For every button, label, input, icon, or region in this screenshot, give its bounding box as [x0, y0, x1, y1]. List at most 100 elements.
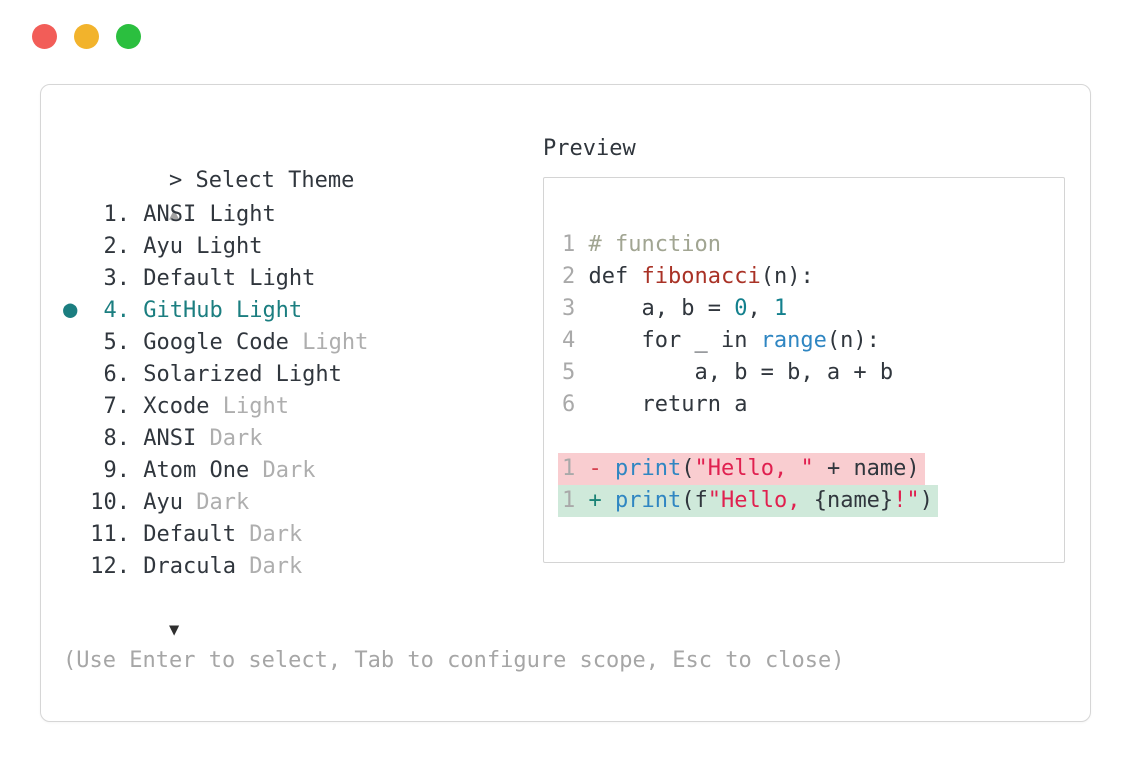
diff-highlight-removed: 1 - print("Hello, " + name) [558, 453, 925, 485]
line-number: 3 [562, 296, 576, 321]
theme-variant: Dark [249, 554, 303, 579]
theme-name: Ayu [143, 490, 197, 515]
code-token-string: !" [893, 488, 920, 513]
code-line: 2 def fibonacci(n): [562, 261, 938, 293]
theme-name: Google Code [143, 330, 303, 355]
marker-space [63, 549, 77, 581]
diff-minus-sign: - [588, 456, 602, 481]
theme-list: 1. ANSI Light 2. Ayu Light 3. Default Li… [63, 197, 844, 581]
code-token-plain: return a [588, 392, 748, 417]
marker-space [63, 421, 77, 453]
theme-item-google-code[interactable]: 5. Google Code Light [63, 325, 844, 357]
code-token-builtin: print [615, 456, 682, 481]
code-line: 1 # function [562, 229, 938, 261]
code-token-string: "Hello, [707, 488, 814, 513]
theme-name: GitHub Light [143, 298, 303, 323]
prompt: >Select Theme [63, 133, 844, 193]
theme-item-default-light[interactable]: 3. Default Light [63, 261, 844, 293]
code-token-number: 1 [773, 296, 788, 321]
line-number: 1 [562, 456, 576, 481]
theme-item-ansi[interactable]: 8. ANSI Dark [63, 421, 844, 453]
line-number: 5 [562, 360, 576, 385]
theme-number: 2. [77, 234, 144, 259]
marker-space [63, 357, 77, 389]
theme-number: 3. [77, 266, 144, 291]
selected-bullet-icon: ● [63, 295, 78, 323]
marker-space [63, 485, 77, 517]
theme-item-github-light[interactable]: ● 4. GitHub Light [63, 293, 844, 325]
code-token-string: "Hello, " [694, 456, 814, 481]
theme-number: 7. [77, 394, 144, 419]
theme-item-ayu-light[interactable]: 2. Ayu Light [63, 229, 844, 261]
marker-space [63, 453, 77, 485]
theme-variant: Dark [249, 522, 303, 547]
code-token-func: fibonacci [641, 264, 761, 289]
code-token-plain: ) [919, 488, 933, 513]
code-blank-line [562, 421, 938, 453]
prompt-caret-icon: > [168, 168, 183, 193]
code-token-plain: (n): [826, 328, 880, 353]
theme-item-ansi-light[interactable]: 1. ANSI Light [63, 197, 844, 229]
theme-name: Default Light [143, 266, 316, 291]
theme-item-atom-one[interactable]: 9. Atom One Dark [63, 453, 844, 485]
code-token-comment: # function [588, 232, 721, 257]
theme-item-solarized-light[interactable]: 6. Solarized Light [63, 357, 844, 389]
theme-number: 12. [77, 554, 144, 579]
theme-number: 6. [77, 362, 144, 387]
theme-variant: Light [302, 330, 369, 355]
scroll-up-row: ▲ [63, 165, 844, 224]
diff-highlight-added: 1 + print(f"Hello, {name}!") [558, 485, 938, 517]
code-line: 4 for _ in range(n): [562, 325, 938, 357]
scroll-down-row: ▼ [63, 581, 844, 640]
theme-number: 10. [77, 490, 144, 515]
diff-line-added: 1 + print(f"Hello, {name}!") [558, 485, 938, 517]
keyboard-hint: (Use Enter to select, Tab to configure s… [63, 648, 845, 673]
theme-name: ANSI Light [143, 202, 276, 227]
theme-item-default[interactable]: 11. Default Dark [63, 517, 844, 549]
theme-item-ayu[interactable]: 10. Ayu Dark [63, 485, 844, 517]
code-token-plain: for _ in [588, 328, 761, 353]
marker-space [63, 325, 77, 357]
theme-name: Xcode [143, 394, 223, 419]
theme-item-xcode[interactable]: 7. Xcode Light [63, 389, 844, 421]
code-token-plain: {name} [813, 488, 894, 513]
theme-number: 4. [77, 298, 144, 323]
window-controls [32, 24, 141, 49]
code-token-plain: ( [681, 456, 695, 481]
code-token-plain: def [588, 264, 642, 289]
diff-plus-sign: + [588, 488, 602, 513]
theme-item-dracula[interactable]: 12. Dracula Dark [63, 549, 844, 581]
preview-title: Preview [543, 136, 636, 161]
minimize-button[interactable] [74, 24, 99, 49]
line-number: 2 [562, 264, 576, 289]
theme-number: 5. [77, 330, 144, 355]
line-number: 4 [562, 328, 576, 353]
line-number: 1 [562, 488, 576, 513]
code-token-plain: + name) [813, 456, 920, 481]
theme-variant: Light [222, 394, 289, 419]
theme-number: 8. [77, 426, 144, 451]
line-number: 1 [562, 232, 576, 257]
scroll-down-icon[interactable]: ▼ [168, 620, 180, 640]
theme-name: Ayu Light [143, 234, 263, 259]
code-token-plain: (n): [760, 264, 814, 289]
code-token-builtin: range [760, 328, 827, 353]
code-token-plain: a, b = [588, 296, 735, 321]
scroll-up-icon[interactable]: ▲ [168, 204, 180, 224]
code-token-plain: (f [681, 488, 708, 513]
marker-space [63, 517, 77, 549]
marker-space [63, 229, 77, 261]
line-number: 6 [562, 392, 576, 417]
theme-number: 11. [77, 522, 144, 547]
theme-variant: Dark [262, 458, 316, 483]
theme-picker-window: >Select Theme ▲ 1. ANSI Light 2. Ayu Lig… [40, 84, 1091, 722]
zoom-button[interactable] [116, 24, 141, 49]
theme-list-pane: >Select Theme ▲ 1. ANSI Light 2. Ayu Lig… [63, 133, 844, 677]
close-button[interactable] [32, 24, 57, 49]
marker-space [63, 389, 77, 421]
code-line: 6 return a [562, 389, 938, 421]
theme-name: Default [143, 522, 250, 547]
theme-name: Dracula [143, 554, 250, 579]
